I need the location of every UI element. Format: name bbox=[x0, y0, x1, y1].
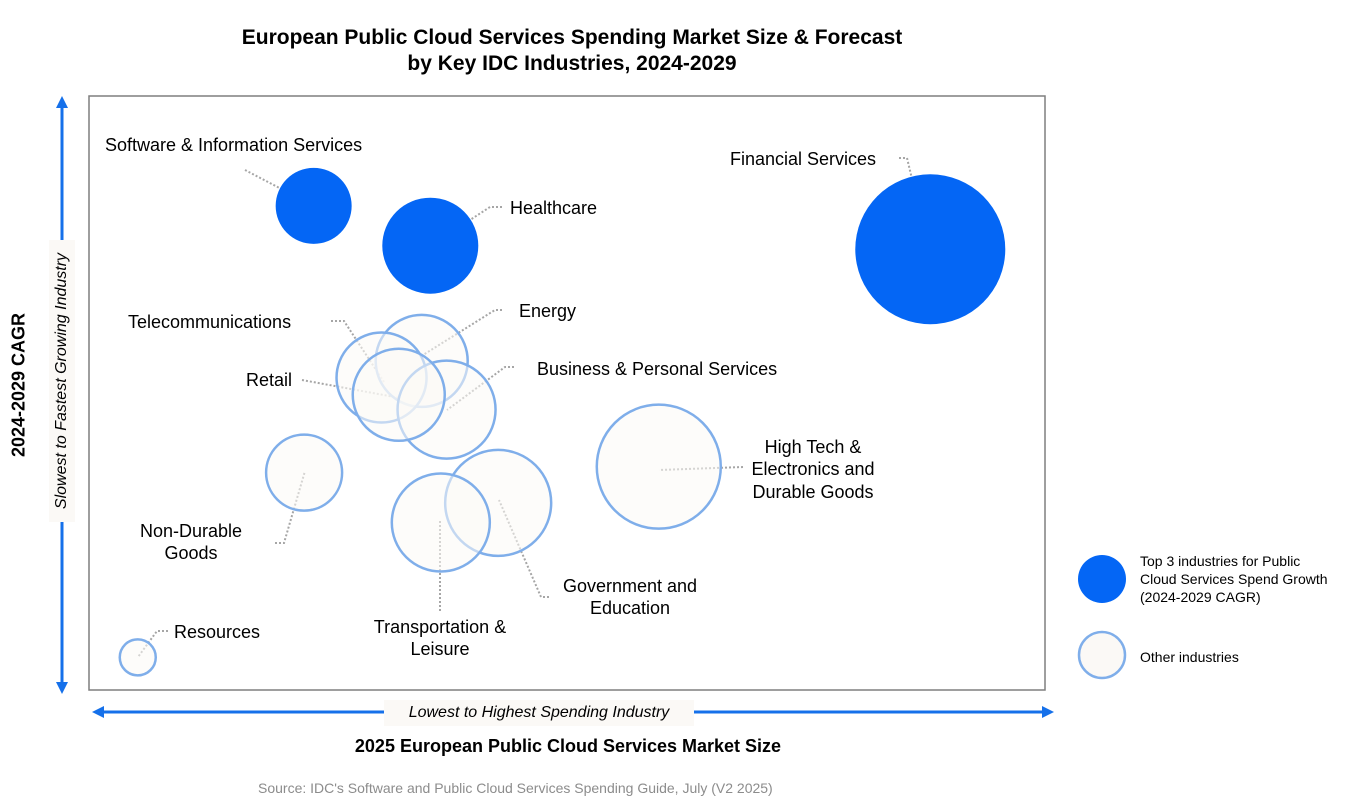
bubble-healthcare bbox=[382, 197, 479, 294]
chart-title-line1: European Public Cloud Services Spending … bbox=[241, 26, 903, 49]
data-labels: Software & Information Services Healthca… bbox=[105, 135, 876, 659]
legend-top3-line2: Cloud Services Spend Growth bbox=[1140, 571, 1328, 587]
label-government-1: Government and bbox=[563, 576, 697, 596]
label-energy: Energy bbox=[519, 301, 576, 321]
label-financial: Financial Services bbox=[730, 149, 876, 169]
x-direction-label: Lowest to Highest Spending Industry bbox=[384, 700, 694, 726]
y-axis-label: 2024-2029 CAGR bbox=[8, 312, 29, 458]
x-axis-label: 2025 European Public Cloud Services Mark… bbox=[354, 736, 782, 756]
label-hightech-3: Durable Goods bbox=[752, 482, 873, 502]
label-hightech-1: High Tech & bbox=[765, 437, 862, 457]
bubble-transportation-leisure bbox=[390, 472, 492, 573]
bubble-software-information-services bbox=[275, 167, 352, 244]
label-government-2: Education bbox=[590, 598, 670, 618]
legend-marker-other bbox=[1077, 630, 1127, 680]
y-direction-label: Slowest to Fastest Growing Industry bbox=[49, 240, 75, 522]
label-resources: Resources bbox=[174, 622, 260, 642]
legend-top3-text: Top 3 industries for Public Cloud Servic… bbox=[1140, 552, 1350, 606]
label-business: Business & Personal Services bbox=[537, 359, 777, 379]
legend-other-text: Other industries bbox=[1140, 649, 1239, 665]
bubbles bbox=[118, 167, 1006, 677]
bubble-resources bbox=[118, 638, 158, 677]
label-telecom: Telecommunications bbox=[128, 312, 291, 332]
chart-title-line2: by Key IDC Industries, 2024-2029 bbox=[407, 52, 737, 75]
label-software: Software & Information Services bbox=[105, 135, 362, 155]
label-nondurable-2: Goods bbox=[164, 543, 217, 563]
legend-top3-line3: (2024-2029 CAGR) bbox=[1140, 589, 1261, 605]
source-note: Source: IDC's Software and Public Cloud … bbox=[258, 780, 773, 796]
bubble-retail bbox=[351, 347, 446, 443]
bubble-high-tech-electronics-and-durable-goods bbox=[595, 403, 723, 530]
label-transport-2: Leisure bbox=[410, 639, 469, 659]
bubble-financial-services bbox=[855, 174, 1006, 325]
legend-marker-top3 bbox=[1078, 555, 1126, 603]
label-transport-1: Transportation & bbox=[374, 617, 506, 637]
label-retail: Retail bbox=[246, 370, 292, 390]
label-healthcare: Healthcare bbox=[510, 198, 597, 218]
legend-top3-line1: Top 3 industries for Public bbox=[1140, 553, 1301, 569]
bubble-non-durable-goods bbox=[264, 433, 344, 512]
label-nondurable-1: Non-Durable bbox=[140, 521, 242, 541]
label-hightech-2: Electronics and bbox=[751, 459, 874, 479]
